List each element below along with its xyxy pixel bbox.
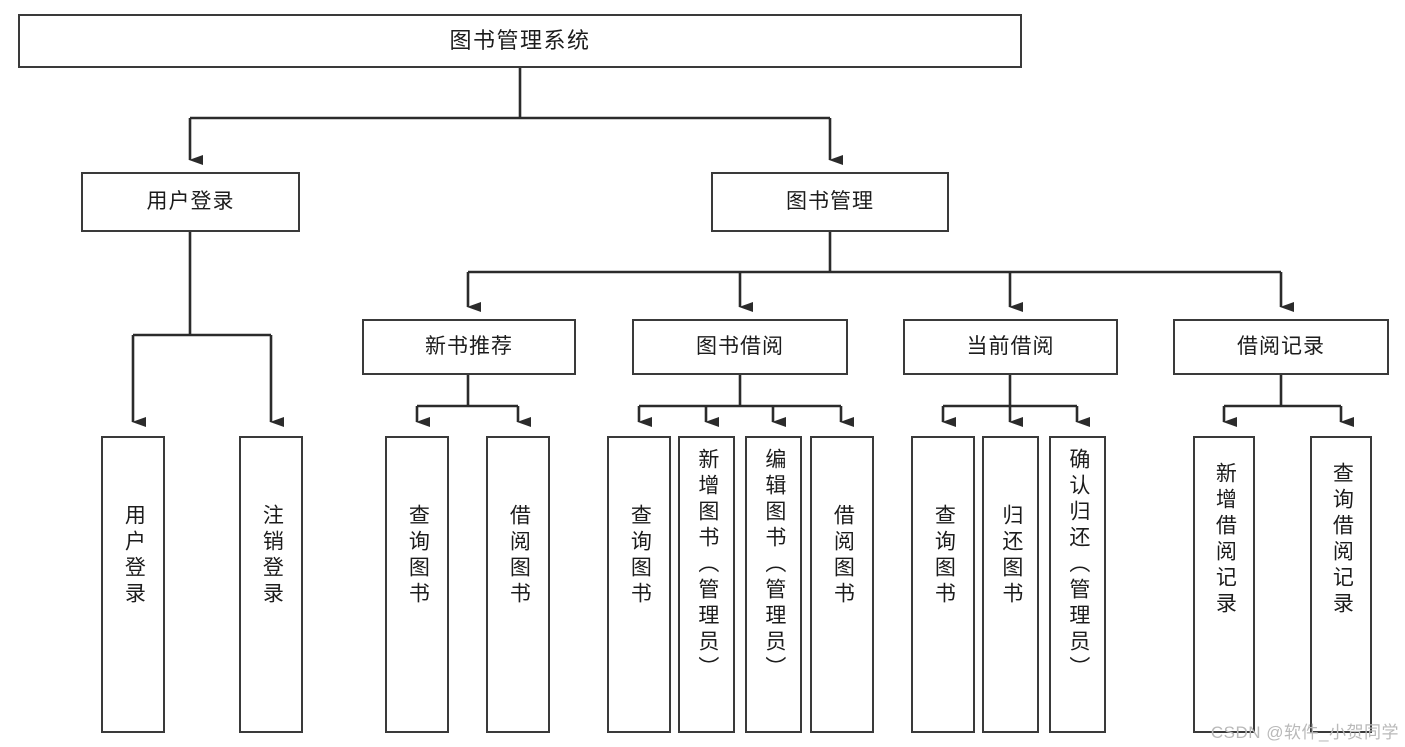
node-user-login[interactable]: 用户登录 [81,172,300,232]
leaf-logout-login[interactable]: 注销登录 [239,436,303,733]
leaf-confirm-return-label: 确认归还（管理员） [1066,448,1090,682]
node-borrow-record-label: 借阅记录 [1237,334,1325,358]
leaf-edit-book[interactable]: 编辑图书（管理员） [745,436,802,733]
node-book-borrow-label: 图书借阅 [696,334,784,358]
leaf-borrow-book-2-label: 借阅图书 [831,504,855,608]
node-new-book-recommend[interactable]: 新书推荐 [362,319,576,375]
leaf-query-book-1-label: 查询图书 [406,504,430,608]
leaf-query-book-3[interactable]: 查询图书 [911,436,975,733]
node-root-label: 图书管理系统 [449,28,591,54]
node-book-manage[interactable]: 图书管理 [711,172,949,232]
leaf-borrow-book-2[interactable]: 借阅图书 [810,436,874,733]
leaf-add-record-label: 新增借阅记录 [1213,462,1237,618]
node-current-borrow-label: 当前借阅 [966,334,1055,358]
leaf-edit-book-label: 编辑图书（管理员） [762,448,786,682]
node-book-manage-label: 图书管理 [786,189,874,213]
leaf-logout-login-label: 注销登录 [260,504,284,608]
watermark: CSDN @软件_小贺同学 [1210,723,1399,742]
leaf-user-login[interactable]: 用户登录 [101,436,165,733]
leaf-return-book-label: 归还图书 [999,504,1023,608]
leaf-query-record[interactable]: 查询借阅记录 [1310,436,1372,733]
leaf-add-book-label: 新增图书（管理员） [695,448,719,682]
leaf-add-book[interactable]: 新增图书（管理员） [678,436,735,733]
leaf-query-book-3-label: 查询图书 [932,504,956,608]
leaf-query-book-2[interactable]: 查询图书 [607,436,671,733]
leaf-borrow-book-1-label: 借阅图书 [507,504,531,608]
node-book-borrow[interactable]: 图书借阅 [632,319,848,375]
leaf-user-login-label: 用户登录 [122,504,146,608]
leaf-confirm-return[interactable]: 确认归还（管理员） [1049,436,1106,733]
node-borrow-record[interactable]: 借阅记录 [1173,319,1389,375]
leaf-query-book-1[interactable]: 查询图书 [385,436,449,733]
leaf-query-book-2-label: 查询图书 [628,504,652,608]
leaf-query-record-label: 查询借阅记录 [1330,462,1354,618]
leaf-borrow-book-1[interactable]: 借阅图书 [486,436,550,733]
node-user-login-label: 用户登录 [146,189,235,213]
leaf-return-book[interactable]: 归还图书 [982,436,1039,733]
node-root[interactable]: 图书管理系统 [18,14,1022,68]
leaf-add-record[interactable]: 新增借阅记录 [1193,436,1255,733]
node-new-book-recommend-label: 新书推荐 [425,334,513,358]
node-current-borrow[interactable]: 当前借阅 [903,319,1118,375]
